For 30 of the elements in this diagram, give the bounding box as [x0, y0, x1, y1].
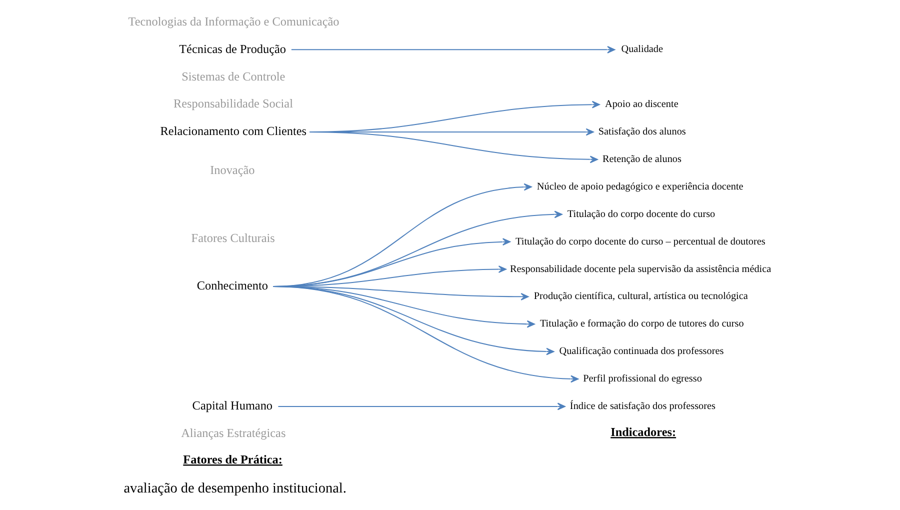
- label: Fatores de Prática:: [183, 452, 282, 466]
- arrow: [310, 130, 598, 163]
- node-text: Apoio ao discente: [605, 98, 678, 110]
- node-text: Fatores Culturais: [191, 230, 275, 244]
- node-text: Tecnologias da Informação e Comunicação: [128, 14, 340, 28]
- node-text: Titulação do corpo docente do curso: [567, 208, 716, 220]
- node-text: Titulação do corpo docente do curso – percentual de doutores: [516, 236, 766, 247]
- node-text: Sistemas de Controle: [182, 68, 286, 83]
- node-text: Capital Humano: [192, 398, 273, 412]
- label: avaliação de desempenho institucional.: [124, 480, 346, 496]
- node-text: Conhecimento: [196, 278, 268, 292]
- node-text: Qualificação continuada dos professores: [559, 346, 724, 357]
- node-text: Técnicas de Produção: [179, 41, 286, 56]
- node-text: Retenção de alunos: [602, 153, 682, 164]
- node-text: Núcleo de apoio pedagógico e experiência docente: [536, 180, 744, 192]
- node-text: Qualidade: [621, 44, 664, 55]
- node-text: Alianças Estratégicas: [181, 426, 286, 440]
- node-text: Perfil profissional do egresso: [583, 373, 702, 384]
- node-text: Responsabilidade Social: [174, 96, 293, 110]
- node-text: Relacionamento com Clientes: [160, 124, 307, 138]
- node-text: Titulação e formação do corpo de tutores do curso: [540, 318, 744, 330]
- node-text: Produção científica, cultural, artística ou tecnológica: [534, 290, 748, 302]
- node-text: Índice de satisfação dos professores: [570, 400, 716, 412]
- node-text: Responsabilidade docente pela supervisão da assistência médica: [510, 263, 772, 274]
- label: Indicadores:: [610, 424, 676, 439]
- arrow: [278, 402, 566, 410]
- arrow: [273, 286, 579, 382]
- arrow: [291, 45, 616, 53]
- node-text: Inovação: [210, 162, 255, 176]
- node-text: Satisfação dos alunos: [598, 126, 686, 138]
